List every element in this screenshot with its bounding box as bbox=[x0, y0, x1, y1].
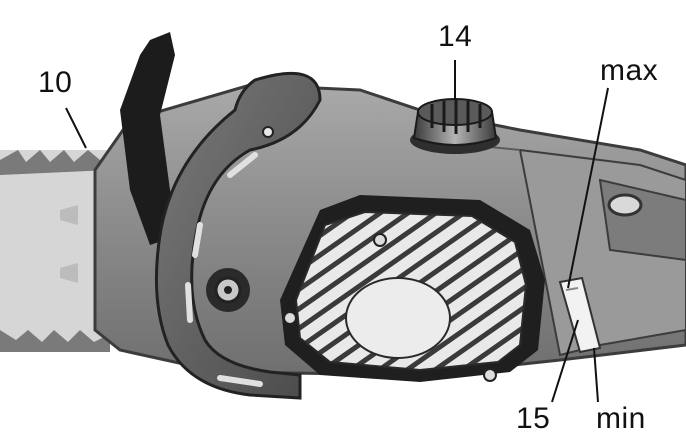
label-14: 14 bbox=[438, 20, 473, 53]
oil-level-window bbox=[558, 276, 602, 354]
sprocket-cover bbox=[280, 195, 545, 382]
chain-brake-lever bbox=[120, 32, 180, 245]
leader-lines bbox=[65, 60, 609, 403]
label-min: min bbox=[596, 402, 646, 435]
label-10: 10 bbox=[38, 66, 73, 99]
guide-bar bbox=[0, 150, 110, 352]
label-max: max bbox=[600, 54, 659, 87]
front-handle bbox=[154, 71, 322, 400]
label-15: 15 bbox=[516, 402, 551, 435]
sprocket bbox=[206, 268, 250, 312]
oil-cap bbox=[410, 98, 500, 154]
